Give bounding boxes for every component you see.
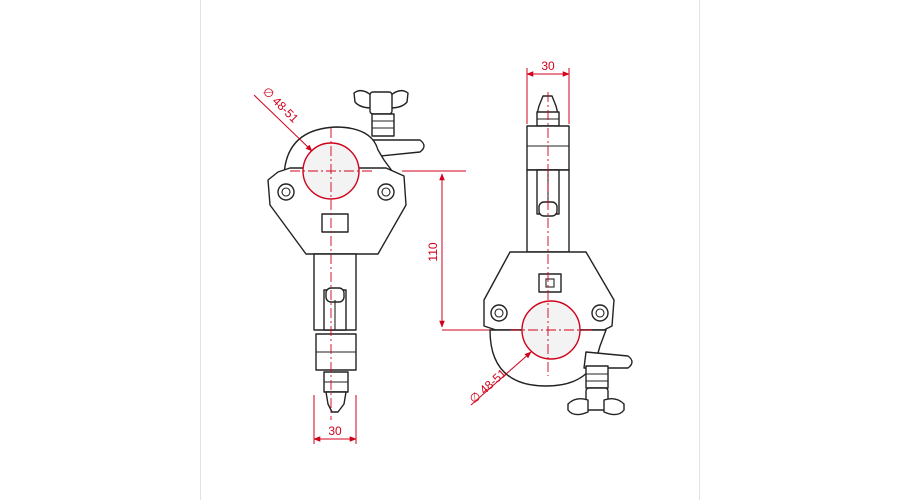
left-bolt-left (277, 183, 295, 201)
right-width-dimension: 30 (526, 59, 570, 124)
right-bolt-right (591, 304, 609, 322)
left-insert (321, 213, 349, 233)
left-clamp-view (267, 89, 425, 420)
right-bolt-left (490, 304, 508, 322)
height-label: 110 (426, 242, 440, 261)
left-wing-nut (353, 89, 409, 137)
right-clamp-view (483, 92, 633, 416)
drawing-frame (200, 0, 700, 500)
right-lever (583, 351, 633, 369)
right-wing-nut (567, 365, 625, 416)
right-width-label: 30 (541, 59, 555, 73)
right-insert (538, 273, 562, 293)
left-diameter-label: ∅ 48-51 (260, 84, 302, 126)
left-width-label: 30 (328, 424, 342, 438)
left-bolt-right (377, 183, 395, 201)
right-diameter-label: ∅ 48-51 (467, 366, 510, 406)
left-width-dimension: 30 (313, 395, 357, 444)
